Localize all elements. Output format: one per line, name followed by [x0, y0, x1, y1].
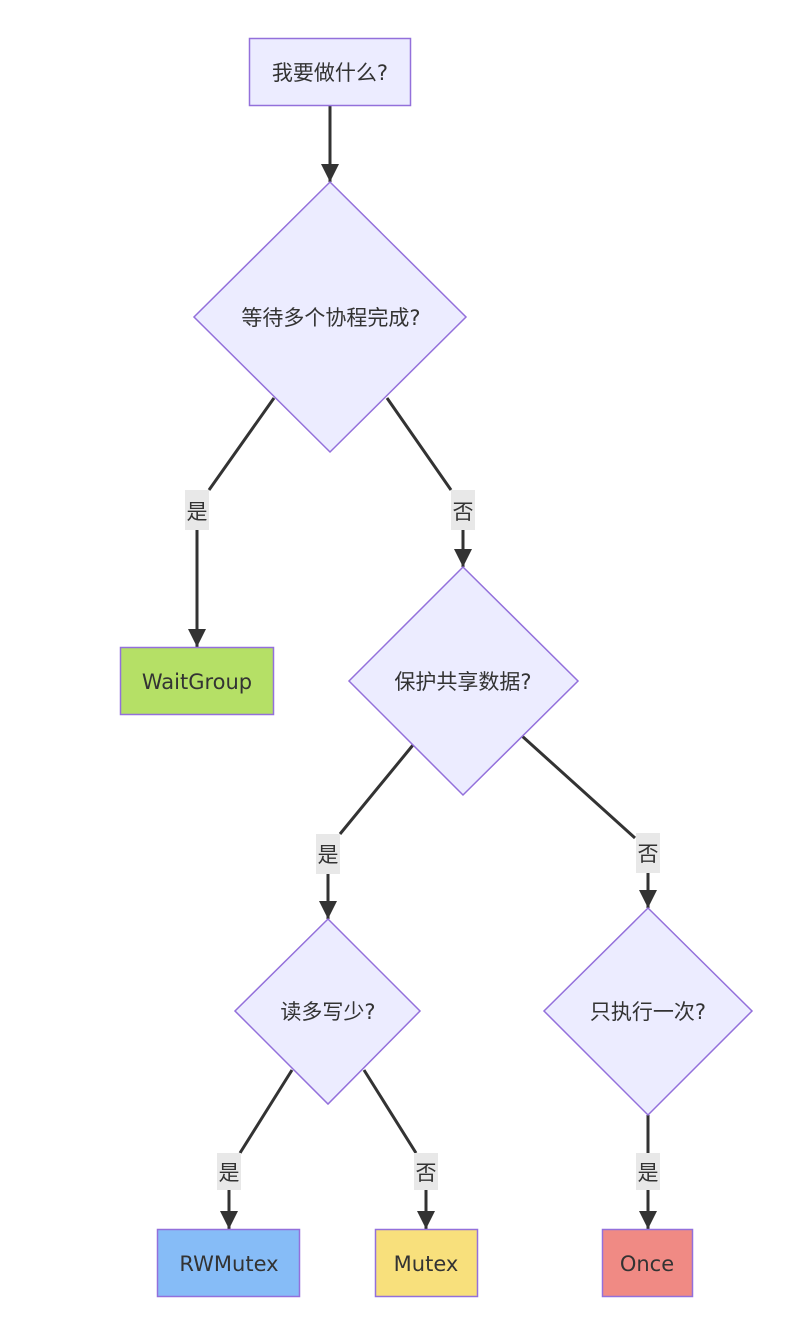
- edges: [197, 106, 648, 1229]
- node-mutex-box: [374, 1228, 479, 1298]
- edge-read-heavy-to-mutex: [362, 1069, 426, 1229]
- decision-diamond: [233, 917, 422, 1106]
- edge-label-no: 否: [414, 1153, 438, 1190]
- decision-protect-data: 保护共享数据?: [347, 565, 580, 797]
- node-rwmutex: RWMutex: [156, 1228, 301, 1298]
- decision-wait-multi: 等待多个协程完成?: [192, 180, 468, 454]
- svg-text:保护共享数据?: 保护共享数据?: [394, 670, 531, 694]
- edge-protect-data-to-exec-once: [520, 734, 648, 908]
- edge-label-yes: 是: [636, 1153, 660, 1190]
- edge-wait-multi-to-protect-data: [385, 397, 463, 567]
- svg-text:是: 是: [219, 1161, 240, 1185]
- node-start: 我要做什么?: [248, 37, 412, 107]
- edge-wait-multi-to-waitgroup: [197, 397, 276, 647]
- svg-text:读多写少?: 读多写少?: [280, 1000, 375, 1024]
- edge-label-yes: 是: [217, 1153, 241, 1190]
- node-waitgroup-box: [119, 646, 275, 716]
- edge-protect-data-to-read-heavy: [328, 744, 415, 919]
- node-mutex: Mutex: [374, 1228, 479, 1298]
- edge-label-no: 否: [636, 833, 660, 873]
- node-waitgroup: WaitGroup: [119, 646, 275, 716]
- svg-text:是: 是: [318, 843, 339, 867]
- svg-text:否: 否: [638, 842, 659, 866]
- edge-label-yes: 是: [185, 490, 209, 530]
- edge-read-heavy-to-rwmutex: [229, 1069, 294, 1229]
- decision-exec-once: 只执行一次?: [542, 906, 754, 1117]
- edge-labels: 是 否 是 否 是 否 是: [185, 490, 660, 1190]
- decision-diamond: [192, 180, 468, 454]
- svg-text:只执行一次?: 只执行一次?: [590, 1000, 706, 1024]
- node-once: Once: [601, 1228, 694, 1298]
- node-once-box: [601, 1228, 694, 1298]
- svg-text:RWMutex: RWMutex: [179, 1252, 278, 1276]
- svg-text:否: 否: [453, 500, 474, 524]
- node-rwmutex-box: [156, 1228, 301, 1298]
- decision-read-heavy: 读多写少?: [233, 917, 422, 1106]
- svg-text:是: 是: [187, 500, 208, 524]
- svg-text:Once: Once: [620, 1252, 674, 1276]
- decision-diamond: [542, 906, 754, 1117]
- edge-label-no: 否: [451, 490, 475, 530]
- svg-text:Mutex: Mutex: [394, 1252, 459, 1276]
- svg-text:否: 否: [416, 1161, 437, 1185]
- svg-text:是: 是: [638, 1161, 659, 1185]
- node-start-box: [248, 37, 412, 107]
- decision-diamond: [347, 565, 580, 797]
- svg-text:WaitGroup: WaitGroup: [142, 670, 252, 694]
- edge-label-yes: 是: [316, 834, 340, 874]
- svg-text:等待多个协程完成?: 等待多个协程完成?: [241, 306, 420, 330]
- svg-text:我要做什么?: 我要做什么?: [272, 61, 388, 85]
